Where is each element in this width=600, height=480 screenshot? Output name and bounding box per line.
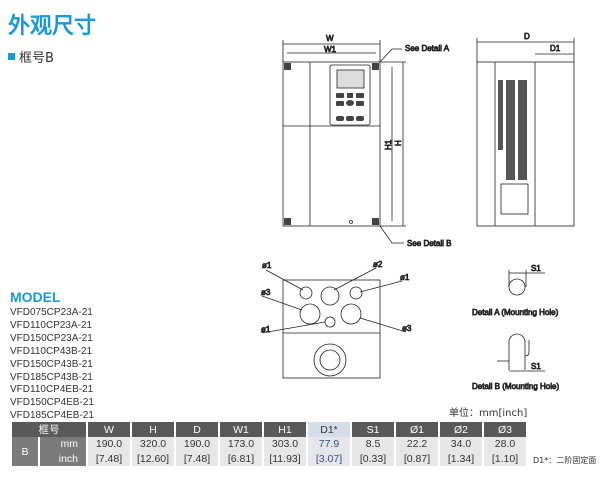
cell: [3.07] (308, 451, 350, 466)
dia2-label: ø2 (373, 260, 383, 269)
cell: 190.0 (176, 437, 218, 452)
detail-a-drawing (508, 270, 545, 296)
dimension-drawings: W W1 See Detail A See Detail B H1 H D D1… (261, 32, 575, 391)
table-header-row: 框号 W H D W1 H1 D1* S1 Ø1 Ø2 Ø3 (12, 422, 526, 437)
model-item: VFD110CP23A-21 (10, 319, 93, 331)
frame-label: 框号B (8, 47, 54, 66)
bullet-icon (8, 53, 15, 60)
dim-d-label: D (524, 32, 530, 41)
cell: [7.48] (88, 451, 130, 466)
bottom-view (261, 267, 407, 379)
model-item: VFD110CP4EB-21 (10, 384, 94, 396)
cell: 320.0 (132, 437, 174, 452)
cell: [0.33] (352, 451, 394, 466)
dim-h-label: H (394, 140, 403, 146)
cell: [0.87] (396, 451, 438, 466)
col-header: S1 (352, 422, 394, 437)
cell: 190.0 (88, 437, 130, 452)
front-view (282, 40, 406, 244)
model-item: VFD185CP4EB-21 (10, 410, 94, 422)
dia3-label: ø3 (261, 288, 271, 297)
frame-label-text: 框号B (19, 51, 54, 66)
see-detail-b-label: See Detail B (407, 239, 451, 248)
dimension-table: 框号 W H D W1 H1 D1* S1 Ø1 Ø2 Ø3 B mm 190.… (10, 422, 528, 466)
col-header: Ø2 (440, 422, 482, 437)
s1-label: S1 (531, 362, 541, 371)
dim-h1-label: H1 (384, 139, 393, 150)
cell: 22.2 (396, 437, 438, 452)
cell: [6.81] (220, 451, 262, 466)
cell: [11.93] (264, 451, 306, 466)
model-item: VFD185CP43B-21 (10, 371, 93, 383)
s1-label: S1 (531, 264, 541, 273)
model-item: VFD110CP43B-21 (10, 345, 93, 357)
cell: [12.60] (132, 451, 174, 466)
table-row: B mm 190.0 320.0 190.0 173.0 303.0 77.9 … (12, 437, 526, 466)
dia1-label: ø1 (262, 261, 272, 270)
see-detail-a-label: See Detail A (405, 44, 450, 53)
cell: 173.0 (220, 437, 262, 452)
unit-label: 单位：mm[inch] (449, 408, 528, 419)
dia1-label: ø1 (261, 325, 271, 334)
side-view (476, 38, 575, 227)
model-item: VFD150CP4EB-21 (10, 397, 94, 409)
frame-header: 框号 (12, 422, 86, 437)
model-heading: MODEL (10, 289, 61, 305)
col-header: D (176, 422, 218, 437)
col-header: W1 (220, 422, 262, 437)
model-item: VFD075CP23A-21 (10, 307, 93, 318)
cell: [1.10] (484, 451, 526, 466)
unit-cell: inch (40, 451, 86, 466)
cell: [7.48] (176, 451, 218, 466)
col-header: H1 (264, 422, 306, 437)
page-title: 外观尺寸 (8, 14, 97, 39)
col-header: H (132, 422, 174, 437)
cell: 303.0 (264, 437, 306, 452)
col-header: W (88, 422, 130, 437)
unit-cell: mm (40, 437, 86, 452)
detail-b-drawing (497, 333, 545, 372)
col-header: D1* (308, 422, 350, 437)
frame-cell: B (12, 437, 38, 466)
cell: 8.5 (352, 437, 394, 452)
cell: [1.34] (440, 451, 482, 466)
col-header: Ø3 (484, 422, 526, 437)
model-item: VFD150CP43B-21 (10, 358, 93, 370)
model-item: VFD150CP23A-21 (10, 332, 93, 344)
table-row: inch [7.48] [12.60] [7.48] [6.81] [11.93… (12, 451, 526, 466)
dim-w1-label: W1 (324, 45, 337, 54)
dim-w-label: W (326, 34, 334, 43)
cell: 77.9 (308, 437, 350, 452)
col-header: Ø1 (396, 422, 438, 437)
cell: 28.0 (484, 437, 526, 452)
detail-b-caption: Detail B (Mounting Hole) (472, 382, 559, 391)
cell: 34.0 (440, 437, 482, 452)
dia1-label: ø1 (400, 273, 410, 282)
footnote: D1*：二阶固定面 (533, 456, 597, 465)
model-list: VFD075CP23A-21 VFD110CP23A-21 VFD150CP23… (10, 307, 94, 423)
dia3-label: ø3 (402, 324, 412, 333)
detail-a-caption: Detail A (Mounting Hole) (472, 308, 559, 317)
dim-d1-label: D1 (550, 44, 561, 53)
